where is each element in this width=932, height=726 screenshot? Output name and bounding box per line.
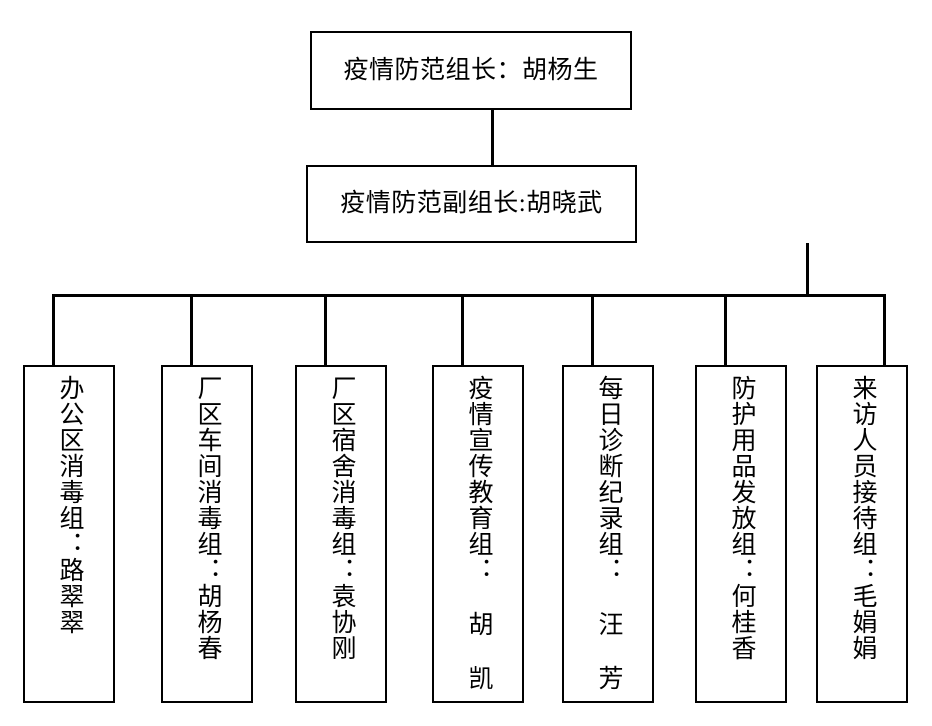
connector-drop-group-2: [190, 294, 193, 365]
connector-deputy-to-bus: [806, 243, 809, 296]
node-group-dormitory-disinfection-label: 厂区宿舍消毒组：袁协刚: [328, 375, 355, 661]
node-group-leader-label: 疫情防范组长：胡杨生: [343, 56, 599, 84]
node-group-dormitory-disinfection[interactable]: 厂区宿舍消毒组：袁协刚: [295, 365, 387, 703]
connector-drop-group-1: [52, 294, 55, 365]
node-deputy-leader-label: 疫情防范副组长:胡晓武: [340, 190, 603, 218]
connector-drop-group-7: [883, 294, 886, 365]
node-group-ppe-distribution[interactable]: 防护用品发放组：何桂香: [695, 365, 787, 703]
node-group-workshop-disinfection[interactable]: 厂区车间消毒组：胡杨春: [161, 365, 253, 703]
node-group-visitor-reception[interactable]: 来访人员接待组：毛娟娟: [816, 365, 908, 703]
node-group-daily-diagnosis-record[interactable]: 每日诊断纪录组： 汪 芳: [562, 365, 654, 703]
node-group-publicity-education[interactable]: 疫情宣传教育组： 胡 凯: [432, 365, 524, 703]
connector-root-to-deputy: [491, 110, 494, 165]
node-group-publicity-education-label: 疫情宣传教育组： 胡 凯: [465, 375, 492, 691]
node-group-office-disinfection[interactable]: 办公区消毒组：路翠翠: [23, 365, 115, 703]
node-group-leader[interactable]: 疫情防范组长：胡杨生: [310, 31, 632, 110]
node-group-daily-diagnosis-record-label: 每日诊断纪录组： 汪 芳: [595, 375, 622, 691]
node-deputy-leader[interactable]: 疫情防范副组长:胡晓武: [306, 165, 637, 243]
node-group-workshop-disinfection-label: 厂区车间消毒组：胡杨春: [194, 375, 221, 661]
connector-drop-group-4: [461, 294, 464, 365]
node-group-office-disinfection-label: 办公区消毒组：路翠翠: [56, 375, 83, 635]
node-group-visitor-reception-label: 来访人员接待组：毛娟娟: [849, 375, 876, 661]
node-group-ppe-distribution-label: 防护用品发放组：何桂香: [728, 375, 755, 661]
connector-drop-group-3: [324, 294, 327, 365]
connector-drop-group-6: [724, 294, 727, 365]
connector-horizontal-bus: [52, 294, 886, 297]
connector-drop-group-5: [591, 294, 594, 365]
